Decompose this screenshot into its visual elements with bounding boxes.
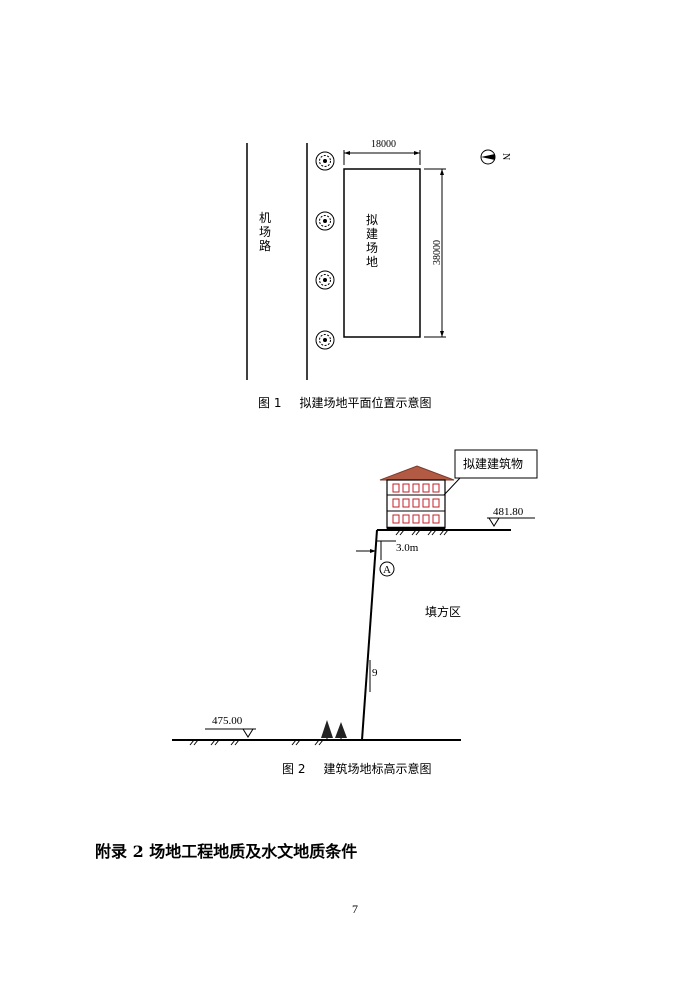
point-a-marker: A	[379, 561, 395, 577]
figure-1-caption-text: 拟建场地平面位置示意图	[299, 396, 432, 410]
site-boundary	[343, 168, 421, 338]
width-dimension: 18000	[343, 139, 421, 165]
tree-icon	[315, 270, 335, 290]
road-label-char: 机	[259, 211, 271, 225]
site-label-char: 拟	[366, 213, 378, 227]
page-number: 7	[352, 902, 358, 916]
figure-2-caption-text: 建筑场地标高示意图	[323, 762, 432, 776]
upper-ground-hatch	[395, 529, 449, 536]
figure-1-caption-number: 图 1	[258, 396, 282, 410]
figure-2-elevation: 拟建建筑物 481.80 3.0m A	[172, 449, 538, 746]
road-label-char: 场	[259, 225, 271, 239]
tree-icon	[315, 330, 335, 350]
figure-1-caption: 图 1 拟建场地平面位置示意图	[258, 394, 431, 411]
figure-2-caption: 图 2 建筑场地标高示意图	[282, 760, 431, 777]
road-label-char: 路	[259, 238, 271, 253]
north-arrow-icon: N	[480, 149, 511, 165]
lower-ground-hatch	[189, 739, 324, 746]
figure-1-site-plan: 机 场 路 拟 建 场	[246, 139, 511, 380]
site-label: 拟 建 场 地	[366, 213, 378, 269]
slope-line	[361, 529, 378, 741]
section-heading: 附录 2 场地工程地质及水文地质条件	[95, 842, 358, 861]
building-label: 拟建建筑物	[463, 456, 523, 471]
width-dimension-label: 18000	[371, 139, 396, 150]
site-label-char: 地	[366, 255, 378, 269]
bottom-elevation-label: 475.00	[212, 715, 243, 727]
offset-dimension-label: 3.0m	[396, 542, 419, 554]
site-label-char: 场	[366, 241, 378, 255]
length-dimension: 38000	[424, 168, 446, 338]
elevation-marker-top: 481.80	[487, 506, 535, 527]
tree-icon	[321, 720, 333, 740]
tree-icon	[315, 151, 335, 171]
offset-dimension: 3.0m	[356, 540, 419, 560]
site-label-char: 建	[366, 227, 378, 241]
building-callout: 拟建建筑物	[443, 449, 538, 496]
point-a-label: A	[383, 564, 391, 576]
slope-value-label: 9	[372, 667, 378, 679]
elevation-marker-bottom: 475.00	[205, 715, 256, 738]
tree-icon	[335, 722, 347, 740]
figure-2-caption-number: 图 2	[282, 762, 306, 776]
length-dimension-label: 38000	[432, 240, 443, 265]
slope-ratio: 9	[369, 660, 378, 692]
tree-icon	[315, 211, 335, 231]
top-elevation-label: 481.80	[493, 506, 524, 518]
building-icon	[379, 465, 455, 530]
fill-area-label: 填方区	[425, 604, 461, 619]
north-label: N	[500, 153, 511, 160]
road-label: 机 场 路	[259, 211, 271, 253]
